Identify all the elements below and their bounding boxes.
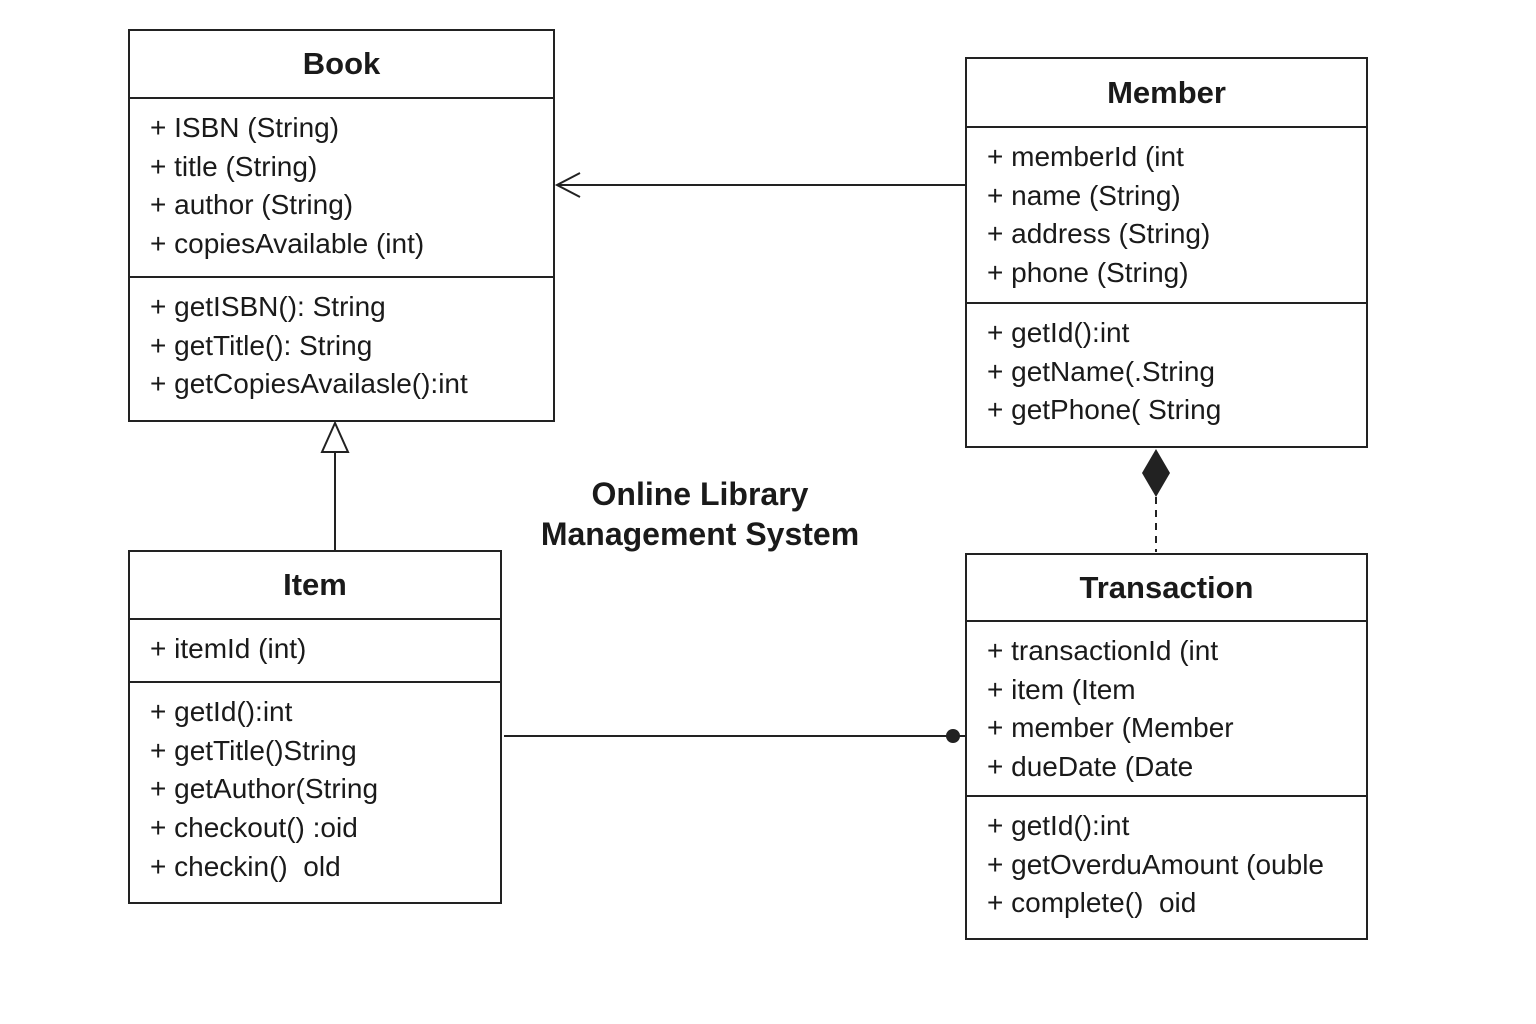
book-methods: + getISBN(): String + getTitle(): String +… xyxy=(130,278,553,404)
title-line-2: Management System xyxy=(540,516,860,552)
attribute: + member (Member xyxy=(987,712,1234,744)
method: + getName(.String xyxy=(987,355,1215,387)
item-book-generalization xyxy=(320,420,350,551)
method: + getId():int xyxy=(150,696,293,727)
attribute: + ISBN (String) xyxy=(150,112,340,143)
class-transaction: Transaction + transactionId (int + item (I… xyxy=(965,553,1368,940)
attribute: + address (String) xyxy=(987,218,1211,250)
attribute: + copiesAvailable (int) xyxy=(150,228,425,260)
class-book: Book + ISBN (String) + title (String) + aut… xyxy=(128,29,555,422)
method: + checkin() old xyxy=(150,850,341,882)
item-attributes: + itemId (int) xyxy=(130,620,500,683)
attribute: + author (String) xyxy=(150,189,354,221)
attribute: + itemId (int) xyxy=(150,633,307,664)
method: + getISBN(): String xyxy=(150,291,386,322)
method: + getAuthor(String xyxy=(150,773,379,805)
attribute: + transactionId (int xyxy=(987,635,1219,666)
attribute: + title (String) xyxy=(150,150,318,182)
method: + checkout() :oid xyxy=(150,812,358,844)
method: + getTitle(): String xyxy=(150,329,373,361)
method: + getTitle()String xyxy=(150,734,357,766)
transaction-methods: + getId():int + getOverduAmount (ouble + c… xyxy=(967,797,1366,923)
item-methods: + getId():int + getTitle()String + getAuth… xyxy=(130,683,500,887)
item-class-name: Item xyxy=(130,552,500,620)
transaction-class-name: Transaction xyxy=(967,555,1366,622)
open-arrowhead-icon xyxy=(554,172,581,198)
book-class-name: Book xyxy=(130,31,553,99)
item-transaction-association xyxy=(504,729,966,743)
class-item: Item + itemId (int) + getId():int + getTitl… xyxy=(128,550,502,904)
attribute: + dueDate (Date xyxy=(987,751,1194,783)
attribute: + item (Item xyxy=(987,673,1136,705)
method: + getOverduAmount (ouble xyxy=(987,848,1324,880)
hollow-triangle-icon xyxy=(320,420,350,453)
method: + getCopiesAvailasle():int xyxy=(150,368,468,400)
attribute: + phone (String) xyxy=(987,257,1189,289)
member-class-name: Member xyxy=(967,59,1366,128)
method: + complete() oid xyxy=(987,887,1197,919)
filled-diamond-icon xyxy=(1142,449,1170,497)
transaction-attributes: + transactionId (int + item (Item + member… xyxy=(967,622,1366,797)
member-book-association xyxy=(554,172,966,198)
method: + getPhone( String xyxy=(987,394,1222,426)
method: + getId():int xyxy=(987,810,1130,841)
method: + getId():int xyxy=(987,317,1130,348)
book-attributes: + ISBN (String) + title (String) + author … xyxy=(130,99,553,278)
association-dot-icon xyxy=(946,729,960,743)
attribute: + memberId (int xyxy=(987,141,1184,172)
transaction-member-composition xyxy=(1142,449,1170,552)
class-member: Member + memberId (int + name (String) + ad… xyxy=(965,57,1368,448)
title-line-1: Online Library xyxy=(591,476,809,512)
member-attributes: + memberId (int + name (String) + address … xyxy=(967,128,1366,304)
attribute: + name (String) xyxy=(987,179,1181,211)
member-methods: + getId():int + getName(.String + getPhone… xyxy=(967,304,1366,430)
diagram-title: Online Library Management System xyxy=(480,474,920,554)
